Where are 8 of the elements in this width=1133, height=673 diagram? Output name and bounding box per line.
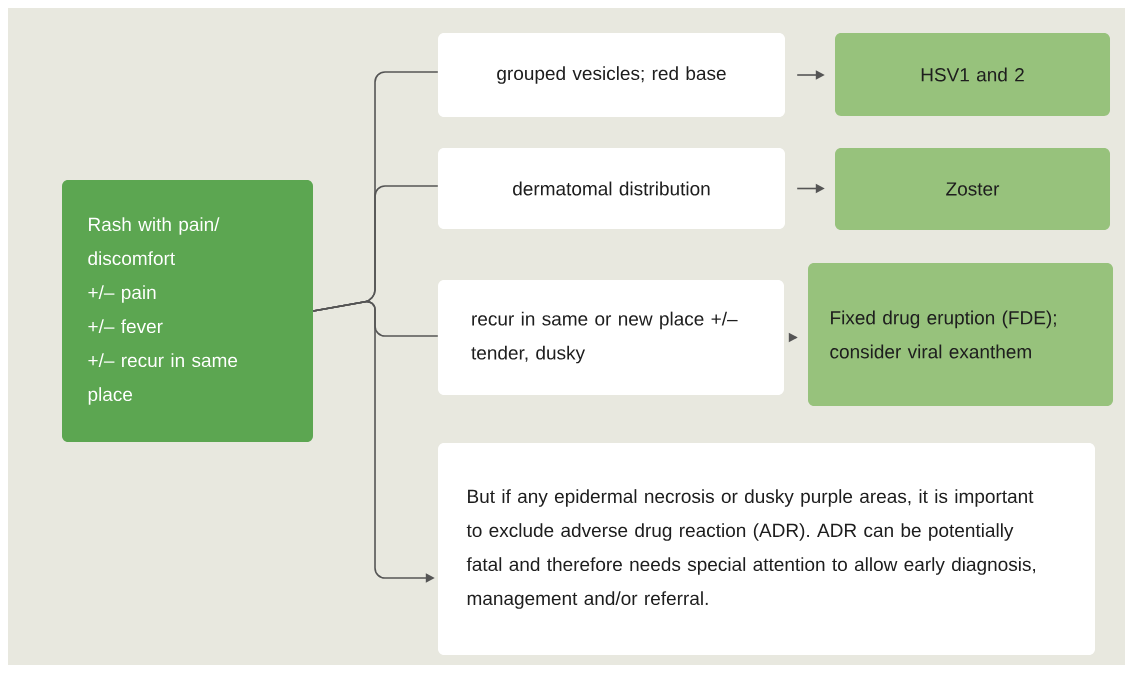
diagnosis-box: Zoster xyxy=(835,148,1110,230)
note-box: But if any epidermal necrosis or dusky purple areas, it is important to exclude adverse drug reaction (ADR). ADR can be potentially fatal and therefore needs special attention to allow early diagnosis, management and/or referral. xyxy=(438,443,1095,655)
diagnosis-box: HSV1 and 2 xyxy=(835,33,1110,116)
finding-box: dermatomal distribution xyxy=(438,148,785,229)
finding-box: recur in same or new place +/– tender, dusky xyxy=(438,280,784,395)
symptom-box: Rash with pain/ discomfort +/– pain +/– fever +/– recur in same place xyxy=(62,180,313,442)
diagnosis-box: Fixed drug eruption (FDE); consider viral exanthem xyxy=(808,263,1113,406)
finding-box: grouped vesicles; red base xyxy=(438,33,785,117)
